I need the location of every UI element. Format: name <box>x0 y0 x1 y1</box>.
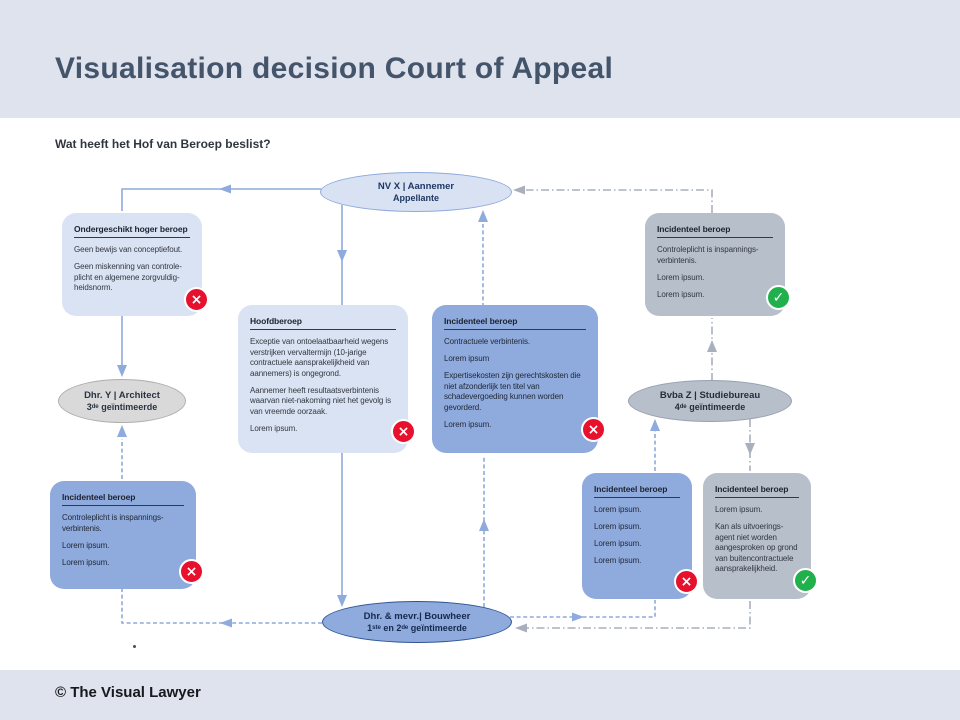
node-subtitle: Appellante <box>392 193 439 203</box>
box-paragraph: Lorem ipsum. <box>657 272 705 282</box>
box-title: Incidenteel beroep <box>594 484 680 498</box>
accepted-icon: ✓ <box>793 568 818 593</box>
rejected-icon: × <box>184 287 209 312</box>
box-paragraph: Lorem ipsum. <box>594 522 642 532</box>
box-title: Incidenteel beroep <box>444 316 586 330</box>
copyright-text: © The Visual Lawyer <box>55 684 201 701</box>
node-bouwheer: Dhr. & mevr.| Bouwheer 1ˢᵗᵉ en 2ᵈᵉ geïnt… <box>322 601 512 643</box>
page-title: Visualisation decision Court of Appeal <box>55 52 614 85</box>
box-paragraph: Lorem ipsum. <box>62 540 110 550</box>
arrow-appellant-to-ondergeschikt <box>121 188 321 211</box>
node-title: Dhr. & mevr.| Bouwheer <box>363 611 471 622</box>
box-title: Incidenteel beroep <box>715 484 799 498</box>
box-paragraph: Lorem ipsum. <box>444 419 492 429</box>
footer-band <box>0 670 960 720</box>
box-paragraph: Geen miskenning van controle- plicht en … <box>74 262 182 293</box>
node-studiebureau: Bvba Z | Studiebureau 4ᵈᵉ geïntimeerde <box>628 380 792 422</box>
box-paragraph: Lorem ipsum. <box>250 423 298 433</box>
node-title: Bvba Z | Studiebureau <box>659 390 761 401</box>
box-incidenteel-beroep-bouwheer-vs-studiebureau: Incidenteel beroep Lorem ipsum. Lorem ip… <box>582 473 699 599</box>
rejected-icon: × <box>581 417 606 442</box>
box-incidenteel-beroep-bouwheer-vs-appellant: Incidenteel beroep Contractuele verbinte… <box>432 305 606 453</box>
node-title: Dhr. Y | Architect <box>84 390 160 401</box>
box-paragraph: Exceptie van ontoelaatbaarheid wegens ve… <box>250 337 389 378</box>
box-paragraph: Lorem ipsum. <box>594 556 642 566</box>
node-title: NV X | Aannemer <box>377 181 455 192</box>
node-subtitle: 4ᵈᵉ geïntimeerde <box>674 402 746 412</box>
arrow-incidenteel-bottomright-to-bouwheer <box>526 601 751 629</box>
box-paragraph: Controleplicht is inspannings- verbinten… <box>657 245 759 265</box>
box-paragraph: Lorem ipsum. <box>657 289 705 299</box>
question-text: Wat heeft het Hof van Beroep beslist? <box>55 137 271 151</box>
box-hoofdberoep: Hoofdberoep Exceptie van ontoelaatbaarhe… <box>238 305 416 453</box>
box-paragraph: Kan als uitvoerings- agent niet worden a… <box>715 522 798 574</box>
rejected-icon: × <box>391 419 416 444</box>
box-incidenteel-beroep-studiebureau-vs-bouwheer: Incidenteel beroep Lorem ipsum. Kan als … <box>703 473 818 599</box>
node-appellant: NV X | Aannemer Appellante <box>320 172 512 212</box>
box-paragraph: Contractuele verbintenis. <box>444 337 530 346</box>
node-subtitle: 1ˢᵗᵉ en 2ᵈᵉ geïntimeerde <box>367 623 467 633</box>
box-paragraph: Lorem ipsum. <box>594 539 642 549</box>
box-title: Incidenteel beroep <box>657 224 773 238</box>
box-incidenteel-beroep-bouwheer-vs-architect: Incidenteel beroep Controleplicht is ins… <box>50 481 204 589</box>
stray-period <box>133 645 136 648</box>
node-subtitle: 3ᵈᵉ geïntimeerde <box>86 402 158 412</box>
box-paragraph: Geen bewijs van conceptiefout. <box>74 245 183 254</box>
box-paragraph: Lorem ipsum <box>444 354 490 364</box>
box-title: Hoofdberoep <box>250 316 396 330</box>
node-architect: Dhr. Y | Architect 3ᵈᵉ geïntimeerde <box>58 379 186 423</box>
accepted-icon: ✓ <box>766 285 791 310</box>
arrow-bouwheer-to-incidenteel-bottommid <box>510 600 656 618</box>
box-paragraph: Controleplicht is inspannings- verbinten… <box>62 513 164 533</box>
box-paragraph: Expertisekosten zijn gerechtskosten die … <box>444 371 581 412</box>
rejected-icon: × <box>179 559 204 584</box>
box-incidenteel-beroep-studiebureau-vs-appellant: Incidenteel beroep Controleplicht is ins… <box>645 213 791 316</box>
arrow-bouwheer-to-incidenteel-bottomleft <box>121 586 322 624</box>
box-title: Ondergeschikt hoger beroep <box>74 224 190 238</box>
box-paragraph: Aannemer heeft resultaatsverbintenis waa… <box>250 385 391 416</box>
box-title: Incidenteel beroep <box>62 492 184 506</box>
header-band <box>0 0 960 118</box>
box-paragraph: Lorem ipsum. <box>594 505 642 514</box>
box-paragraph: Lorem ipsum. <box>62 557 110 567</box>
arrow-incidenteel-topright-to-appellant <box>526 189 713 213</box>
rejected-icon: × <box>674 569 699 594</box>
box-paragraph: Lorem ipsum. <box>715 505 763 514</box>
box-ondergeschikt-hoger-beroep: Ondergeschikt hoger beroep Geen bewijs v… <box>62 213 209 316</box>
